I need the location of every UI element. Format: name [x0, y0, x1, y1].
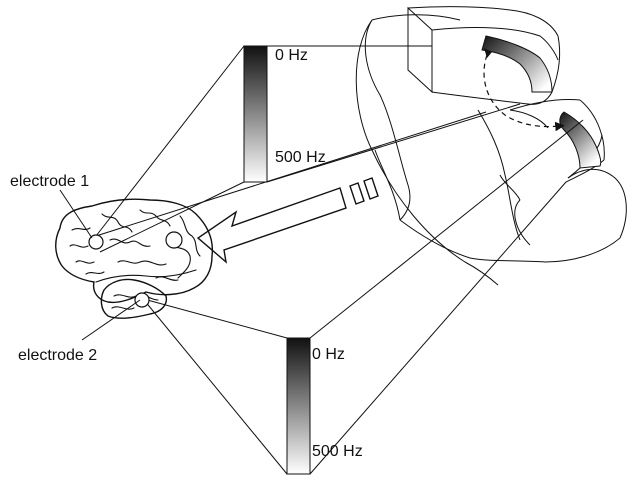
electrode-1-pointer	[59, 189, 93, 239]
electrode-1-marker	[88, 234, 104, 250]
bottom-scale-connector-bottom	[309, 181, 567, 475]
top-scale-to-electrode1-b	[99, 181, 245, 253]
lower-3d-box	[509, 99, 605, 183]
brain-to-box-line	[95, 111, 487, 237]
dashed-arrow-head-top	[484, 48, 492, 58]
electrode-2-marker	[134, 292, 150, 308]
bottom-scale-min-label: 0 Hz	[312, 346, 345, 363]
top-scale-min-label: 0 Hz	[275, 47, 308, 64]
bottom-scale-max-label: 500 Hz	[312, 443, 363, 460]
upper-3d-box	[407, 6, 561, 105]
top-gradient-bar	[243, 45, 268, 183]
top-scale-to-electrode1-a	[95, 45, 245, 237]
brain	[55, 198, 214, 319]
top-frequency-scale	[243, 45, 268, 183]
brainstem-outline	[355, 14, 627, 286]
bottom-scale-to-electrode2-a	[139, 297, 288, 339]
top-scale-connector-bottom	[266, 103, 521, 183]
bottom-frequency-scale	[286, 337, 311, 475]
brain-target-marker	[165, 231, 183, 249]
bottom-gradient-bar	[286, 337, 311, 475]
bottom-scale-connector-top	[309, 119, 584, 339]
top-scale-max-label: 500 Hz	[275, 149, 326, 166]
big-arrow	[196, 177, 379, 264]
bottom-scale-to-electrode2-b	[143, 299, 288, 475]
electrode-1-label: electrode 1	[10, 173, 89, 190]
electrode-2-label: electrode 2	[18, 347, 97, 364]
dashed-connection-arrow	[483, 54, 565, 132]
electrode-2-pointer	[81, 299, 141, 341]
